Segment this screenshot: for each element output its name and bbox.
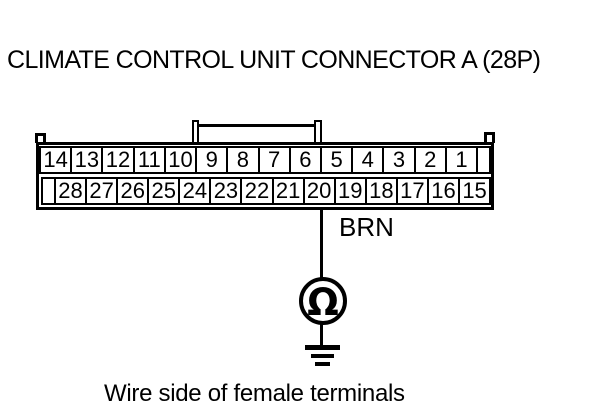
pin-cell-22: 22: [240, 177, 274, 205]
pin-cell-28: 28: [54, 177, 88, 205]
connector-ear-right: [484, 132, 495, 143]
pin-cell-19: 19: [333, 177, 367, 205]
connector-latch-bar: [198, 124, 315, 127]
caption-text: Wire side of female terminals: [104, 380, 405, 407]
pin-cell-21: 21: [271, 177, 305, 205]
pin-cell-16: 16: [426, 177, 461, 205]
ohmmeter-symbol: Ω: [299, 277, 347, 325]
connector-ear-left: [35, 133, 46, 143]
omega-glyph: Ω: [307, 280, 339, 324]
pin-cell-3: 3: [382, 146, 416, 174]
diagram-title: CLIMATE CONTROL UNIT CONNECTOR A (28P): [7, 46, 541, 74]
ground-symbol-bar-top: [305, 345, 340, 350]
wire-color-label: BRN: [339, 212, 394, 242]
pin-cell-12: 12: [101, 146, 135, 174]
pin-cell-23: 23: [209, 177, 243, 205]
pin-cell-2: 2: [413, 146, 447, 174]
pin-cell-14: 14: [39, 146, 73, 174]
pin-cell-10: 10: [163, 146, 198, 174]
connector-latch-post-left: [192, 120, 199, 143]
ground-symbol-bar-middle: [311, 354, 334, 358]
pin-cell-27: 27: [85, 177, 119, 205]
pin-cell-6: 6: [288, 146, 322, 174]
pin-cell-15: 15: [458, 177, 492, 205]
pin-cell-13: 13: [70, 146, 104, 174]
pin-cell-17: 17: [395, 177, 429, 205]
pin-cell-11: 11: [132, 146, 166, 174]
pin-cell-20: 20: [302, 177, 336, 205]
wire-to-ground: [320, 323, 323, 346]
pin-cell-25: 25: [147, 177, 181, 205]
pin-cell-9: 9: [195, 146, 229, 174]
pin-cell-7: 7: [257, 146, 291, 174]
pin-cell-1: 1: [444, 146, 479, 174]
ground-symbol-bar-bottom: [315, 362, 330, 366]
pin-cell-4: 4: [351, 146, 385, 174]
pin-cell-24: 24: [178, 177, 212, 205]
pin-cell-8: 8: [226, 146, 260, 174]
pin-cell-18: 18: [364, 177, 398, 205]
pin-cell-26: 26: [116, 177, 150, 205]
connector-latch-post-right: [314, 120, 322, 143]
wire-from-pin-20: [320, 210, 323, 278]
pin-cell-blank: [476, 146, 492, 174]
pin-cell-5: 5: [319, 146, 354, 174]
